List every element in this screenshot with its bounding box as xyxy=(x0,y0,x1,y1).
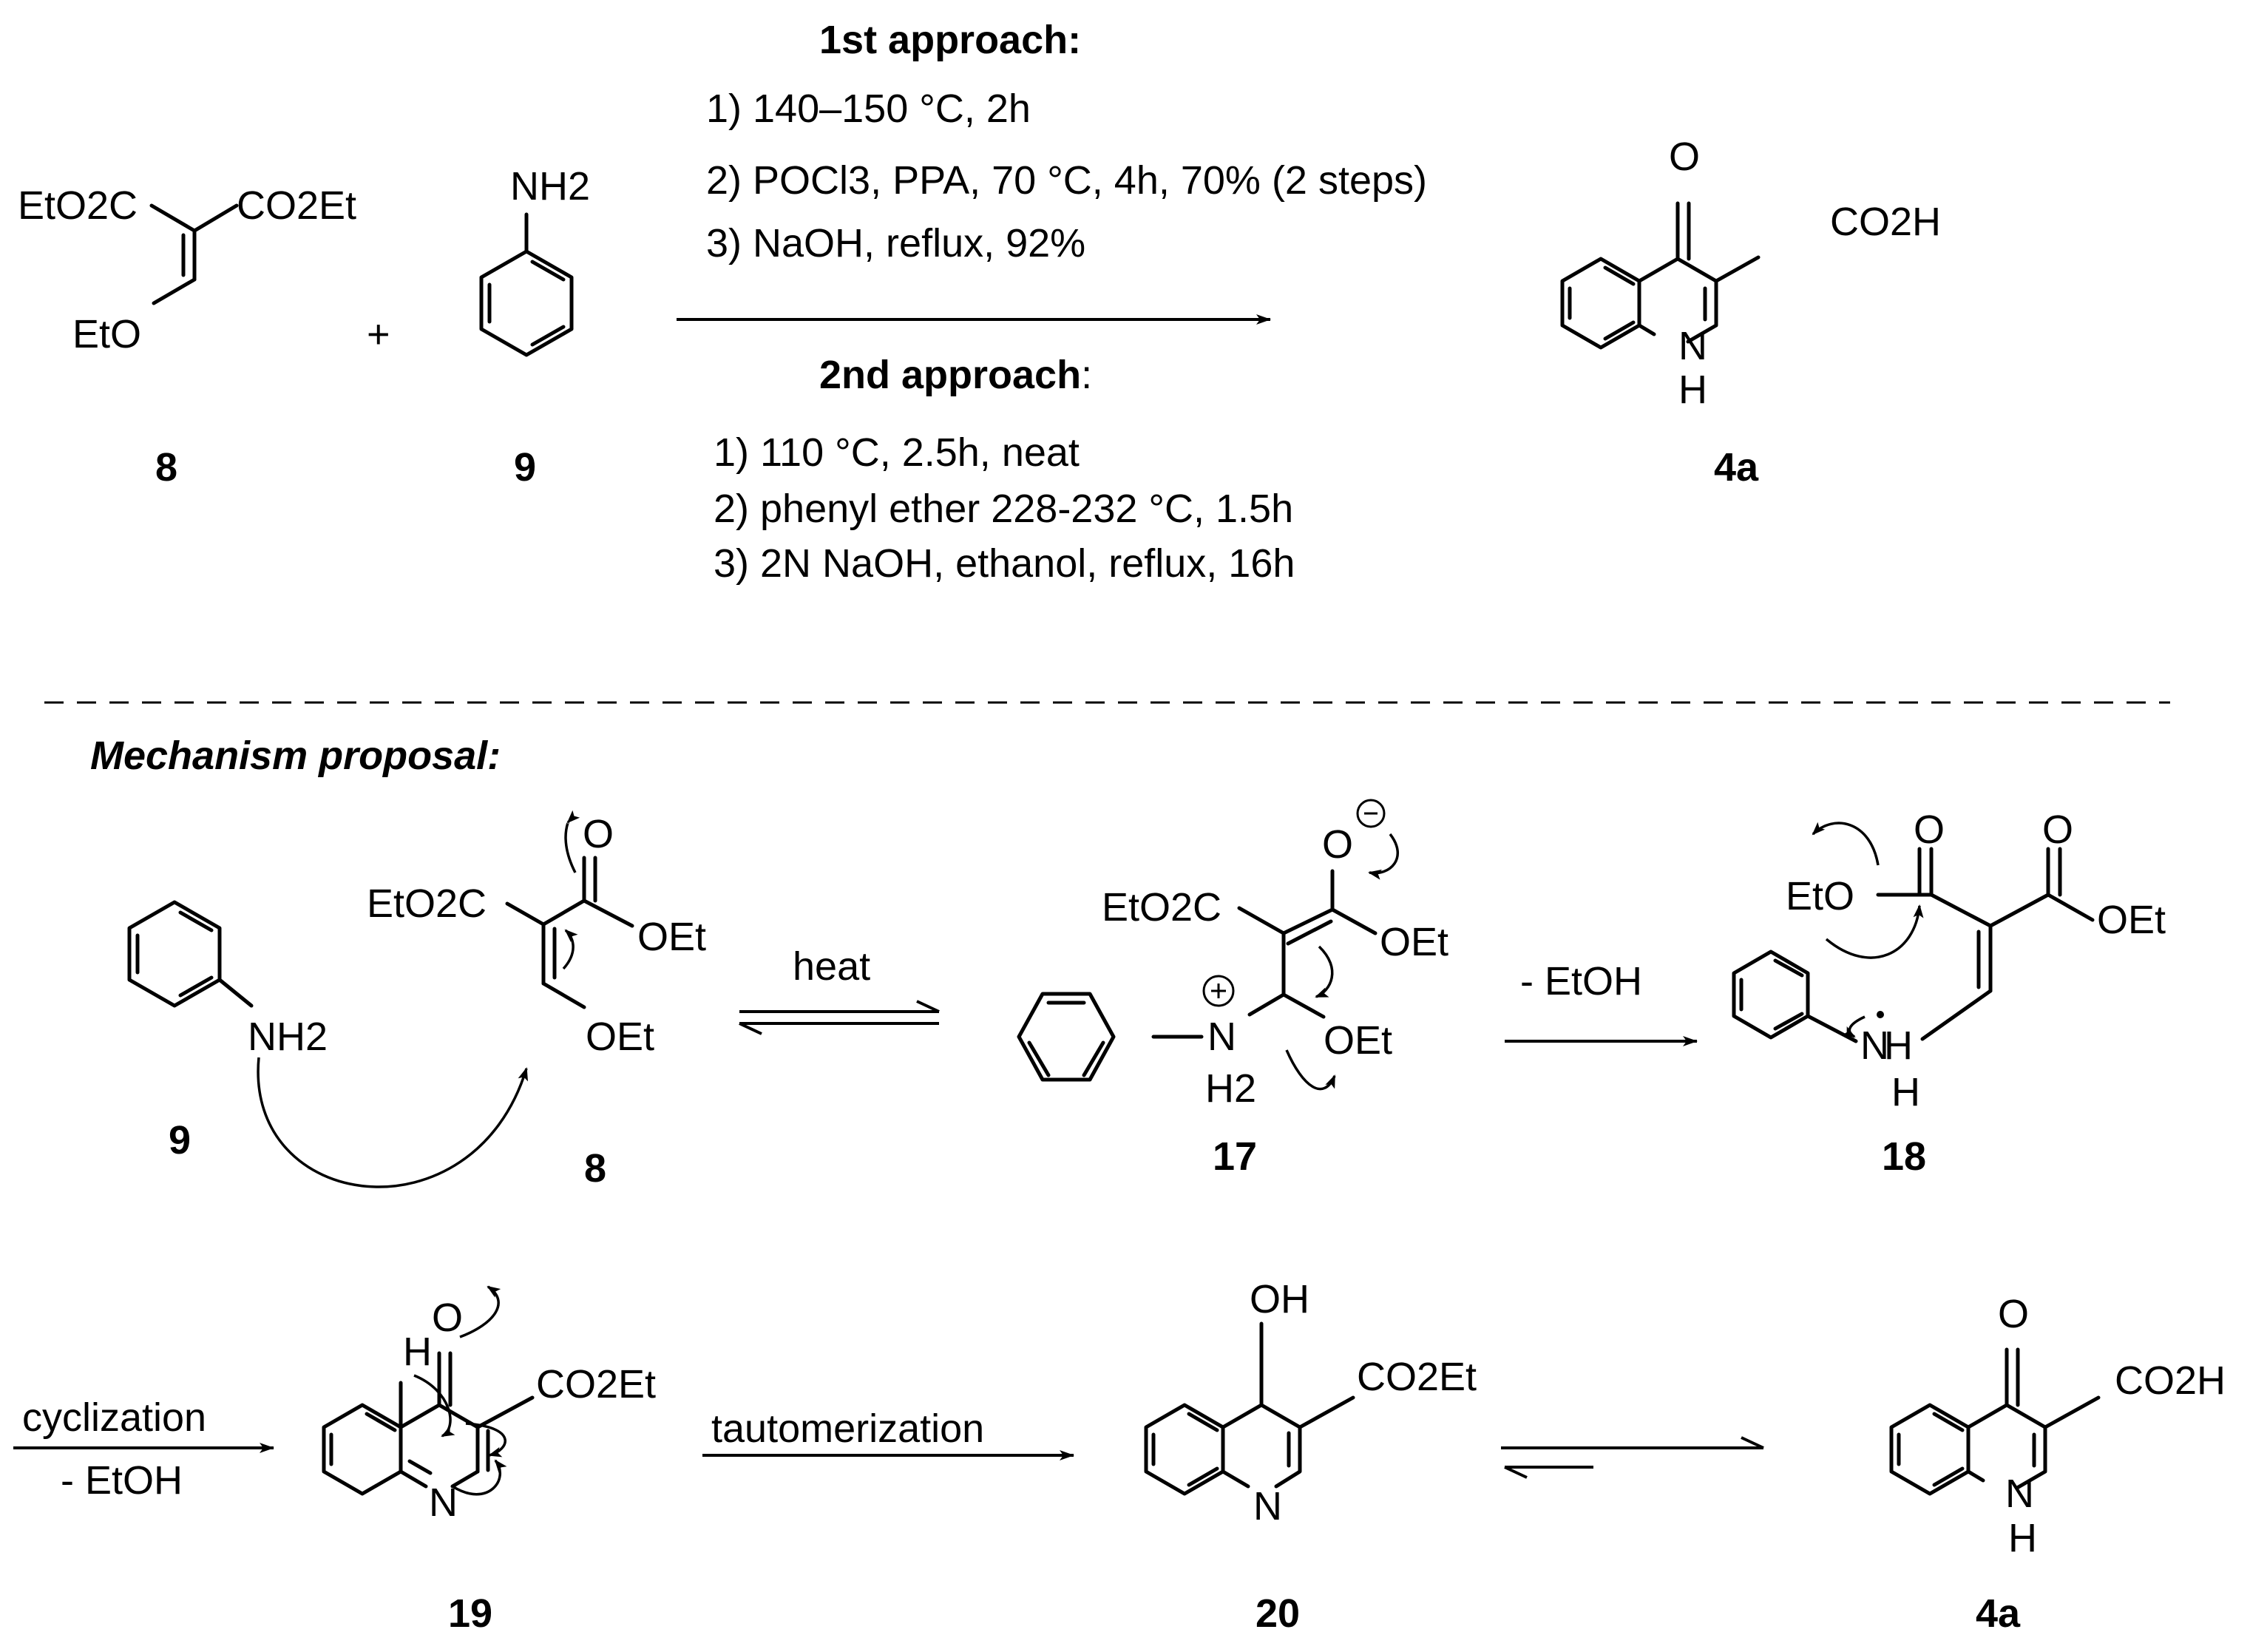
eto-label-18: EtO xyxy=(1786,874,1854,918)
curly-arrow-18c xyxy=(1841,1015,1866,1038)
approach1-step1: 1) 140–150 °C, 2h xyxy=(706,87,1031,131)
curly-arrow-17b xyxy=(1315,945,1334,998)
o-label-18: O xyxy=(1914,808,1945,852)
compound-8-top: EtO2C CO2Et EtO xyxy=(18,183,356,356)
compound-18: N H H O EtO O OEt xyxy=(1732,808,2166,1114)
co2et-label-20: CO2Et xyxy=(1357,1355,1477,1399)
tautomerization-label: tautomerization xyxy=(711,1406,984,1451)
eto2c-label-17: EtO2C xyxy=(1102,885,1221,930)
lone-pair-dot xyxy=(1877,1011,1884,1018)
curly-arrow-attack xyxy=(257,1057,528,1188)
cyclization-label: cyclization xyxy=(22,1395,206,1440)
eto2c-label-mech: EtO2C xyxy=(367,881,487,926)
heat-label: heat xyxy=(793,944,870,989)
nh-h-label: H xyxy=(1678,368,1707,412)
curly-arrow-17c xyxy=(1285,1049,1336,1091)
curly-arrow-19b xyxy=(459,1285,501,1338)
compound-4a-top: O CO2H N H xyxy=(1562,135,1941,412)
nh2-label: NH2 xyxy=(510,164,590,209)
curly-arrow-19a xyxy=(413,1374,455,1438)
negative-charge xyxy=(1356,799,1386,828)
compound-label-18: 18 xyxy=(1882,1134,1926,1179)
compound-4a-bottom: O CO2H N H xyxy=(1891,1292,2226,1560)
h-label-18: H xyxy=(1891,1070,1920,1114)
approach1-step3: 3) NaOH, reflux, 92% xyxy=(706,221,1085,265)
h-label-19: H xyxy=(403,1330,432,1374)
compound-label-19: 19 xyxy=(448,1591,492,1636)
oet-label-17: OEt xyxy=(1380,920,1448,964)
compound-8-mech: EtO2C O OEt OEt xyxy=(367,812,706,1059)
compound-9-top: NH2 xyxy=(479,164,590,357)
curly-arrow-17a xyxy=(1368,833,1399,880)
compound-label-4a-bottom: 4a xyxy=(1976,1591,2021,1636)
cyclization-sub-label: - EtOH xyxy=(61,1458,183,1503)
co2h-label: CO2H xyxy=(1830,200,1941,244)
o-label-19: O xyxy=(432,1296,463,1340)
compound-label-20: 20 xyxy=(1256,1591,1300,1636)
nh-n-label-4a-bottom: N xyxy=(2005,1472,2034,1516)
approach2-step2: 2) phenyl ether 228-232 °C, 1.5h xyxy=(714,487,1293,531)
co2et-label: CO2Et xyxy=(237,183,356,228)
equilibrium-back-head xyxy=(739,1022,762,1035)
minus-etoh-label: - EtOH xyxy=(1520,959,1642,1003)
curly-arrow-18b xyxy=(1825,904,1924,959)
mechanism-title: Mechanism proposal: xyxy=(90,734,501,778)
compound-label-4a-top: 4a xyxy=(1714,445,1759,490)
h2-label-17: H2 xyxy=(1205,1066,1256,1111)
compound-19: N O H CO2Et xyxy=(322,1296,656,1525)
n-label-20: N xyxy=(1253,1484,1282,1529)
compound-label-8-mech: 8 xyxy=(584,1146,606,1191)
oet-label-17-2: OEt xyxy=(1324,1018,1392,1063)
equilibrium-forward-head xyxy=(916,1000,940,1013)
eto-label: EtO xyxy=(72,312,141,356)
curly-arrow-18a xyxy=(1812,822,1880,866)
approach1-step2: 2) POCl3, PPA, 70 °C, 4h, 70% (2 steps) xyxy=(706,158,1427,203)
eto2c-label: EtO2C xyxy=(18,183,138,228)
equilibrium-20-4a-forward-head xyxy=(1741,1436,1764,1449)
curly-arrow-carbonyl xyxy=(564,810,580,873)
compound-label-9: 9 xyxy=(514,445,536,490)
nh-h-label-18: H xyxy=(1884,1023,1913,1068)
oh-label-20: OH xyxy=(1250,1277,1309,1321)
nh2-label-mech: NH2 xyxy=(248,1015,328,1059)
oet-label-mech: OEt xyxy=(637,915,706,959)
o-label-17: O xyxy=(1322,822,1353,867)
nh-n-label: N xyxy=(1678,324,1707,368)
approach2-heading: 2nd approach: xyxy=(819,353,1092,397)
compound-label-8: 8 xyxy=(155,445,177,490)
plus-sign: + xyxy=(367,312,390,356)
curly-arrow-19d xyxy=(452,1459,507,1496)
o-label-18-2: O xyxy=(2042,808,2073,852)
compound-label-9-mech: 9 xyxy=(169,1118,191,1162)
approach2-step1: 1) 110 °C, 2.5h, neat xyxy=(714,430,1080,475)
o-label: O xyxy=(1669,135,1700,179)
co2et-label-19: CO2Et xyxy=(536,1362,656,1406)
o-label-mech: O xyxy=(583,812,614,856)
compound-20: N OH CO2Et xyxy=(1144,1277,1477,1529)
o-label-4a-bottom: O xyxy=(1998,1292,2029,1336)
n-label-17: N xyxy=(1207,1015,1236,1059)
curly-arrow-alkene xyxy=(562,929,578,970)
compound-9-mech: NH2 xyxy=(127,900,328,1059)
positive-charge xyxy=(1202,975,1235,1007)
oet-label-mech-2: OEt xyxy=(586,1015,654,1059)
co2h-label-4a-bottom: CO2H xyxy=(2115,1358,2226,1403)
nh-h-label-4a-bottom: H xyxy=(2008,1516,2037,1560)
approach2-step3: 3) 2N NaOH, ethanol, reflux, 16h xyxy=(714,541,1295,586)
equilibrium-20-4a-back-head xyxy=(1504,1466,1528,1479)
approach1-heading: 1st approach: xyxy=(819,18,1081,62)
compound-17: EtO2C O OEt OEt N H2 xyxy=(1017,799,1448,1111)
compound-label-17: 17 xyxy=(1213,1134,1257,1179)
nh-n-label-18: N xyxy=(1860,1023,1889,1068)
oet-label-18: OEt xyxy=(2097,898,2166,942)
curly-arrow-19c xyxy=(465,1422,506,1458)
